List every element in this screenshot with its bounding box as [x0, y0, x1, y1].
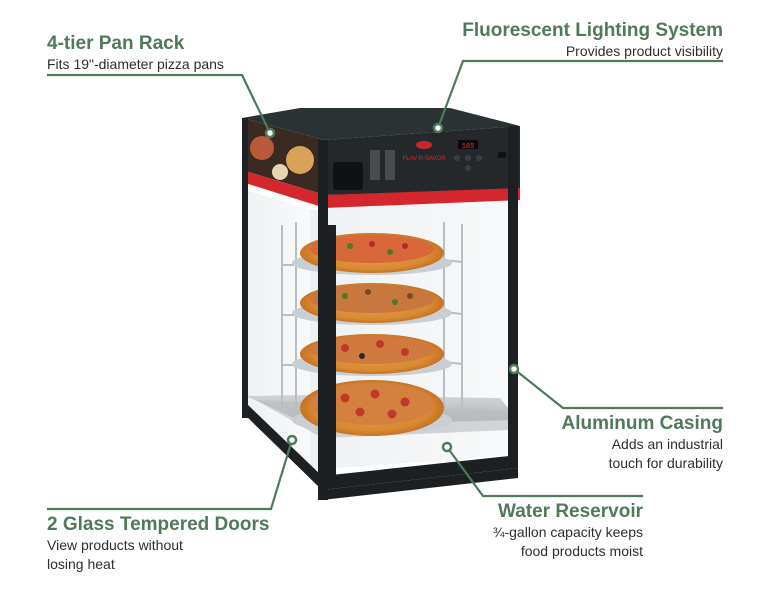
callout-casing: Aluminum Casing Adds an industrial touch… [561, 413, 723, 473]
svg-text:FLAV-R-SAVOR: FLAV-R-SAVOR [402, 156, 446, 162]
red-trim-side [242, 170, 325, 208]
callout-desc: losing heat [47, 556, 115, 572]
side-decal [250, 136, 314, 180]
callout-water-reservoir: Water Reservoir ¾-gallon capacity keeps … [493, 501, 643, 561]
callout-glass-doors: 2 Glass Tempered Doors View products wit… [47, 514, 269, 574]
callout-leaders [47, 59, 723, 511]
control-panel-details: FLAV-R-SAVOR 185 [333, 140, 506, 190]
callout-title: Fluorescent Lighting System [462, 20, 723, 41]
power-switch [498, 152, 506, 158]
dot-pan-rack [264, 127, 276, 139]
dot-lighting [432, 122, 444, 134]
callout-desc: food products moist [520, 543, 643, 559]
dot-water [441, 441, 453, 453]
callout-title: 4-tier Pan Rack [47, 33, 185, 54]
callout-desc: touch for durability [608, 455, 723, 471]
callout-lighting: Fluorescent Lighting System Provides pro… [462, 20, 723, 61]
leader-casing [513, 368, 723, 410]
callout-title: Water Reservoir [497, 501, 643, 522]
callout-desc: ¾-gallon capacity keeps [492, 524, 643, 540]
callout-title: Aluminum Casing [561, 413, 723, 434]
red-trim-front [325, 188, 520, 208]
callout-desc: View products without [47, 537, 183, 553]
callout-dots [264, 122, 520, 453]
leader-water [446, 446, 643, 498]
brand-logo [416, 141, 432, 149]
dot-doors [286, 434, 298, 446]
callout-desc: Provides product visibility [565, 43, 723, 59]
callout-pan-rack: 4-tier Pan Rack Fits 19"-diameter pizza … [47, 33, 224, 74]
callout-desc: Fits 19"-diameter pizza pans [47, 56, 224, 72]
leader-lighting [436, 59, 723, 129]
leader-pan-rack [47, 73, 271, 134]
svg-text:185: 185 [462, 143, 475, 151]
leader-doors [47, 439, 294, 511]
callout-title: 2 Glass Tempered Doors [47, 514, 270, 535]
callout-desc: Adds an industrial [611, 436, 723, 452]
dot-casing [508, 363, 520, 375]
temp-display [458, 140, 478, 149]
water-fill-drawer [333, 162, 363, 190]
